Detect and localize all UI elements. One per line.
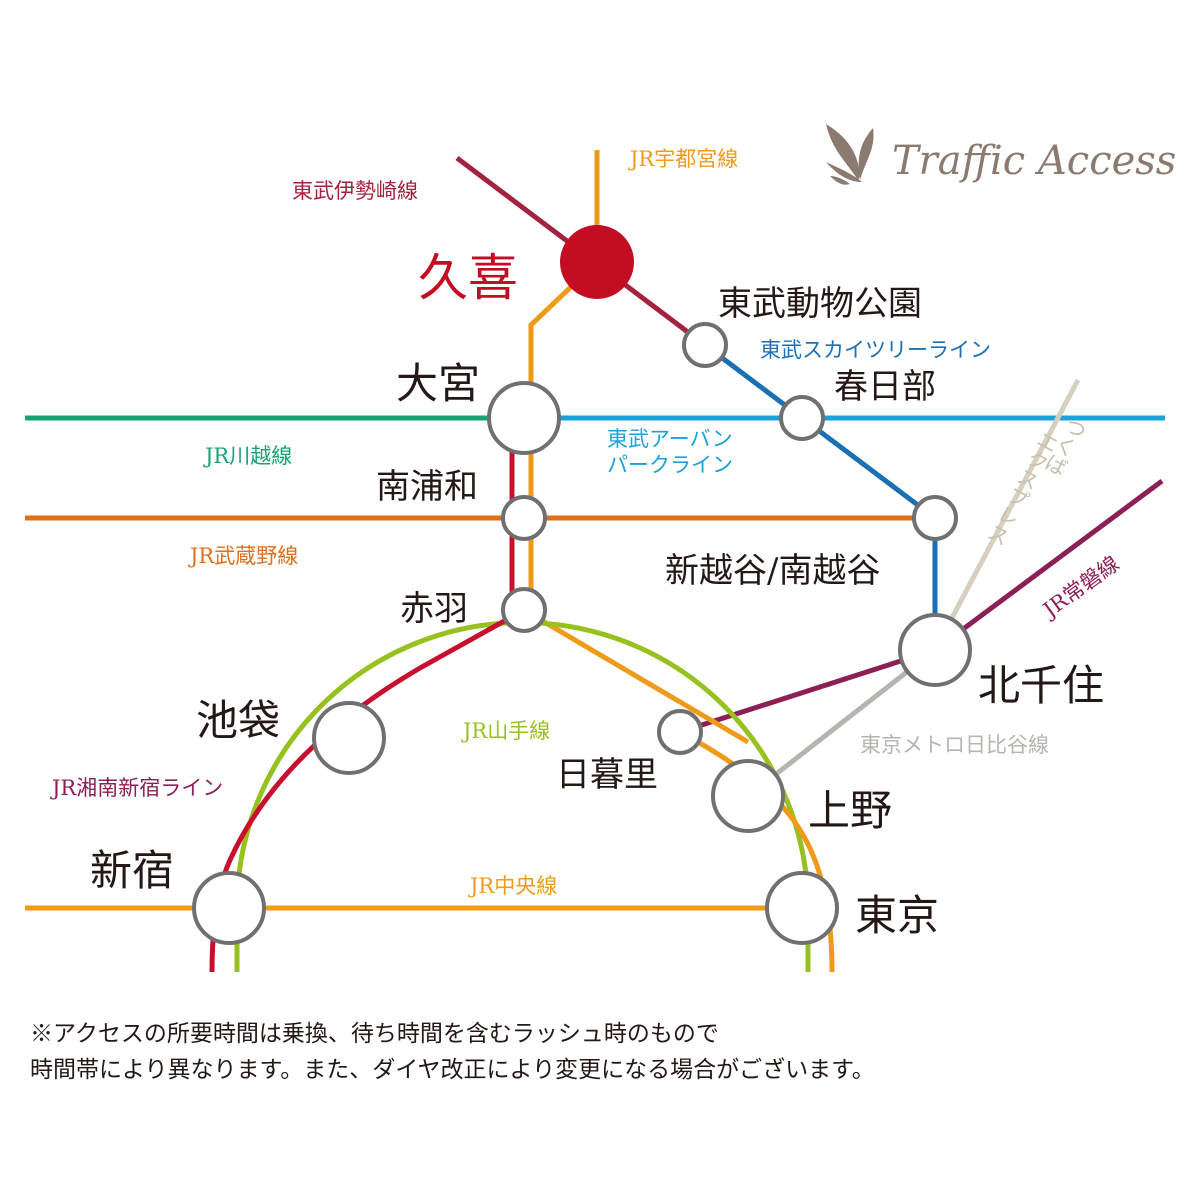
station-kitasenju-marker[interactable] — [898, 613, 972, 687]
station-minami-urawa-marker[interactable] — [501, 495, 547, 541]
station-kuki-label: 久喜 — [418, 249, 518, 307]
tobu-isesaki-label: 東武伊勢崎線 — [292, 179, 418, 203]
tobu-urban-park-label-2: パークライン — [607, 453, 733, 477]
station-kitasenju-label: 北千住 — [978, 661, 1104, 710]
station-shinjuku-label: 新宿 — [90, 846, 174, 895]
tobu-skytree-label: 東武スカイツリーライン — [760, 338, 991, 362]
station-akabane-marker[interactable] — [501, 587, 547, 633]
tsukuba-express-label-2: エクスプレス — [982, 426, 1062, 549]
hibiya-line — [746, 648, 937, 798]
station-nippori-marker[interactable] — [657, 709, 703, 755]
jr-utsunomiya-line — [528, 150, 600, 610]
title: Traffic Access — [892, 138, 1176, 184]
station-kasukabe-label: 春日部 — [834, 367, 936, 407]
leaf-ornament-icon — [826, 124, 874, 185]
station-ueno-marker[interactable] — [711, 759, 785, 833]
note-line-2: 時間帯により異なります。また、ダイヤ改正により変更になる場合がございます。 — [30, 1057, 875, 1083]
station-ikebukuro-marker[interactable] — [312, 701, 386, 775]
jr-yamanote-label: JR山手線 — [461, 719, 550, 743]
station-tokyo-marker[interactable] — [765, 871, 839, 945]
jr-shonan-shinjuku-label: JR湘南新宿ライン — [50, 776, 223, 800]
station-omiya-label: 大宮 — [396, 359, 480, 408]
station-tobu-dobutsu-koen-marker[interactable] — [682, 322, 728, 368]
station-ikebukuro-label: 池袋 — [196, 696, 280, 745]
jr-kawagoe-label: JR川越線 — [203, 444, 292, 468]
jr-utsunomiya-akabane-ueno — [522, 607, 750, 745]
jr-chuo-label: JR中央線 — [468, 874, 557, 898]
station-shin-koshigaya-label: 新越谷/南越谷 — [665, 551, 880, 591]
station-akabane-label: 赤羽 — [400, 589, 468, 629]
note-line-1: ※アクセスの所要時間は乗換、待ち時間を含むラッシュ時のもので — [30, 1021, 719, 1047]
station-tobu-dobutsu-koen-label: 東武動物公園 — [718, 284, 922, 324]
station-nippori-label: 日暮里 — [556, 755, 658, 795]
station-ueno-label: 上野 — [808, 786, 892, 835]
station-shinjuku-marker[interactable] — [192, 871, 266, 945]
station-kuki-marker[interactable] — [560, 225, 634, 299]
station-shin-koshigaya-marker[interactable] — [912, 495, 958, 541]
hibiya-label: 東京メトロ日比谷線 — [860, 733, 1049, 757]
access-note: ※アクセスの所要時間は乗換、待ち時間を含むラッシュ時のもので 時間帯により異なり… — [30, 1016, 1180, 1088]
jr-musashino-label: JR武蔵野線 — [188, 544, 298, 568]
station-omiya-marker[interactable] — [487, 381, 561, 455]
station-minami-urawa-label: 南浦和 — [376, 467, 478, 507]
station-tokyo-label: 東京 — [855, 891, 939, 940]
tobu-skytree-line — [703, 343, 938, 650]
tobu-urban-park-label-1: 東武アーバン — [607, 427, 733, 451]
tsukuba-express-line — [932, 378, 1081, 652]
jr-utsunomiya-label: JR宇都宮線 — [628, 147, 738, 171]
station-kasukabe-marker[interactable] — [779, 395, 825, 441]
